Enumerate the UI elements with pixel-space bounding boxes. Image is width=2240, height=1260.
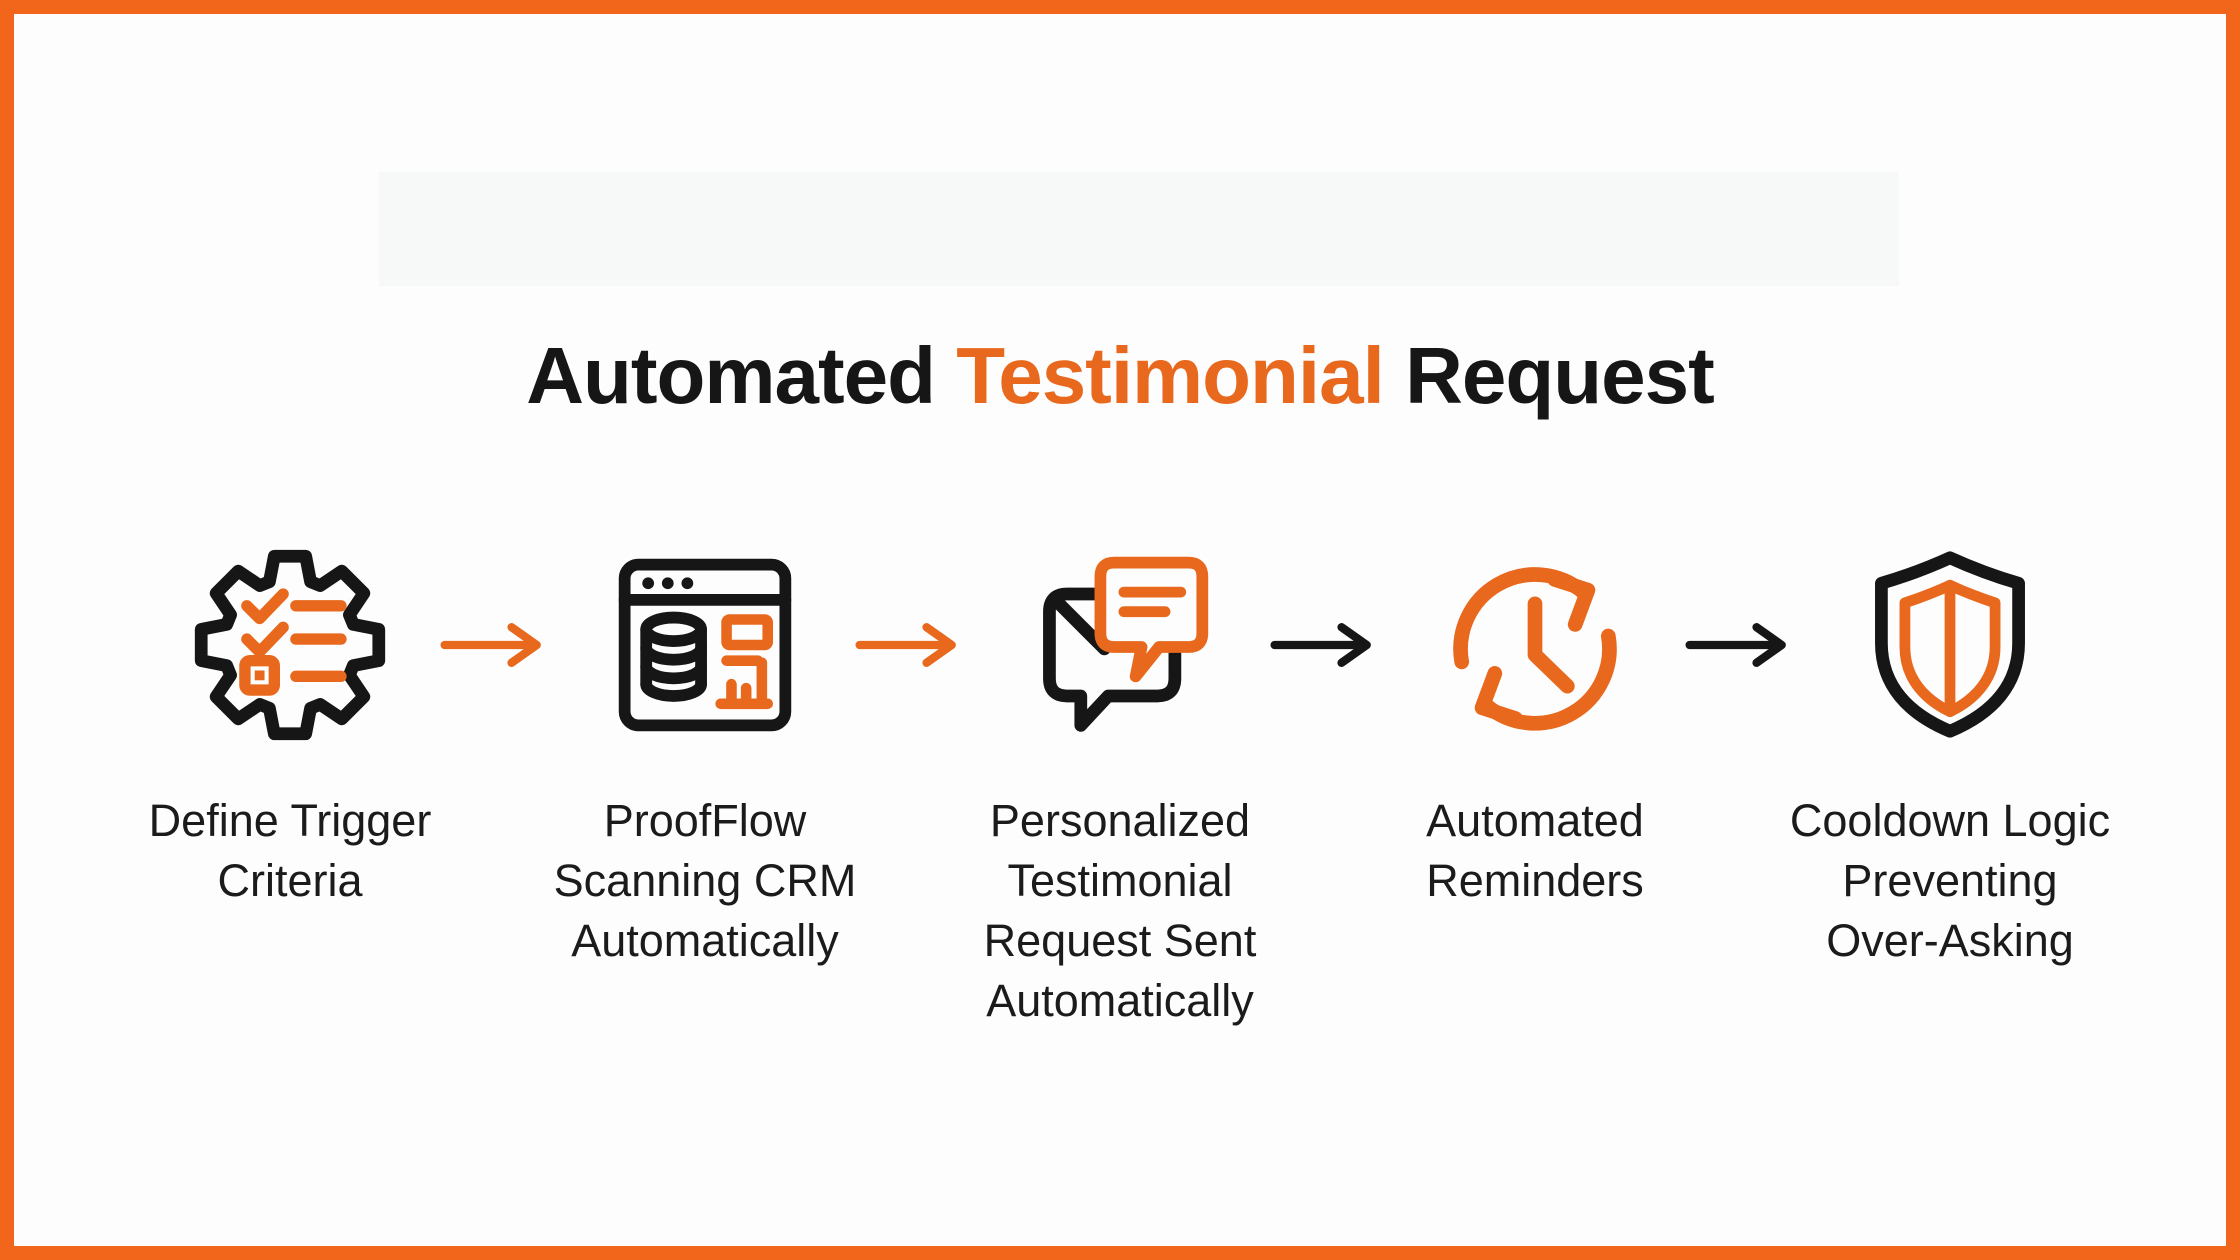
step-label: ProofFlow Scanning CRM Automatically	[553, 795, 857, 966]
title-prefix: Automated	[526, 330, 957, 420]
step-request-sent: Personalized Testimonial Request Sent Au…	[955, 542, 1285, 1031]
step-cooldown-logic: Cooldown Logic Preventing Over-Asking	[1785, 542, 2115, 971]
step-define-trigger: Define Trigger Criteria	[125, 542, 455, 911]
step-label: Personalized Testimonial Request Sent Au…	[983, 795, 1257, 1026]
shield-icon	[1848, 542, 2053, 747]
flow-arrow	[1685, 542, 1786, 747]
step-label: Cooldown Logic Preventing Over-Asking	[1789, 795, 2111, 966]
step-label: Define Trigger Criteria	[148, 795, 432, 906]
step-automated-reminders: Automated Reminders	[1370, 542, 1700, 911]
step-crm-scanning: ProofFlow Scanning CRM Automatically	[540, 542, 870, 971]
flow-arrow	[1270, 542, 1371, 747]
step-label: Automated Reminders	[1426, 795, 1644, 906]
flow-arrow	[855, 542, 956, 747]
flow-arrow	[440, 542, 541, 747]
workflow-row: Define Trigger Criteria	[14, 542, 2226, 1031]
message-send-icon	[1018, 542, 1223, 747]
title-background-band	[379, 172, 1899, 286]
title-highlight: Testimonial	[956, 330, 1385, 420]
clock-refresh-icon	[1433, 542, 1638, 747]
gear-checklist-icon	[188, 542, 393, 747]
title-suffix: Request	[1383, 330, 1715, 420]
page-title: Automated Testimonial Request	[14, 330, 2226, 422]
browser-database-icon	[603, 542, 808, 747]
